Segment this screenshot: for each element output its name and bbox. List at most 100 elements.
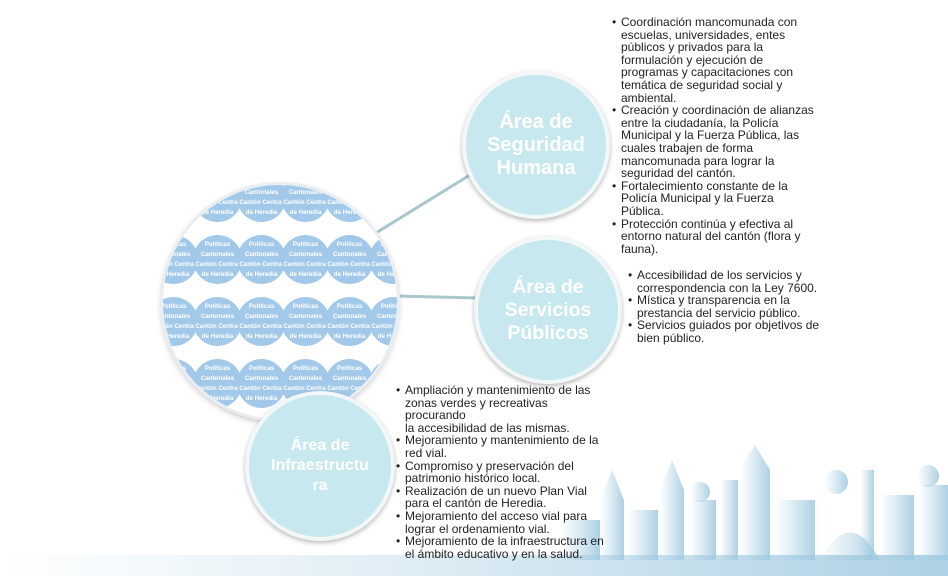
pattern-tile-text: Cantonales xyxy=(332,374,367,382)
pattern-tile-text: Políticas xyxy=(336,240,363,248)
pattern-tile-text: Cantón Central xyxy=(283,384,328,392)
pattern-tile-text: Políticas xyxy=(163,302,187,310)
pattern-tile-text: de Heredia xyxy=(289,332,322,340)
pattern-tile-text: de Heredia xyxy=(245,270,278,278)
pattern-tile-text: Políticas xyxy=(239,185,283,188)
pattern-tile-text: de Heredia xyxy=(377,332,397,340)
pattern-tile-text: de Heredia xyxy=(163,394,190,402)
pattern-tile-text: Cantón Central xyxy=(283,322,328,330)
pattern-tile-text: Políticas xyxy=(283,185,327,188)
list-item: Protección continúa y efectiva al entorn… xyxy=(612,217,832,256)
bullet-list-servicios: Accesibilidad de los servicios y corresp… xyxy=(628,269,828,345)
pattern-tile-text: de Heredia xyxy=(289,208,322,216)
list-item: Fortalecimiento constante de la Policía … xyxy=(612,179,832,218)
pattern-tile-text: Cantón Central xyxy=(195,198,240,206)
pattern-tile-text: Cantonales xyxy=(332,250,367,258)
list-item: Mejoramiento y mantenimiento de la red v… xyxy=(396,434,606,459)
pattern-tile-text: Políticas xyxy=(292,364,319,372)
pattern-tile-text: Cantonales xyxy=(163,188,191,196)
pattern-tile-text: Políticas xyxy=(292,302,319,310)
pattern-tile-text: Políticas xyxy=(204,240,231,248)
list-item: Creación y coordinación de alianzas entr… xyxy=(612,104,832,180)
pattern-tile-text: Cantonales xyxy=(376,188,397,196)
pattern-tile-text: Cantón Central xyxy=(239,322,284,330)
list-item: Coordinación mancomunada con escuelas, u… xyxy=(612,16,832,104)
pattern-tile-text: Políticas xyxy=(248,364,275,372)
pattern-tile-text: Políticas xyxy=(248,302,275,310)
pattern-tile-text: Cantón Central xyxy=(239,260,284,268)
pattern-tile-text: Cantonales xyxy=(244,312,279,320)
list-item: Mística y transparencia en la prestancia… xyxy=(628,294,828,319)
pattern-tile-text: Cantonales xyxy=(332,312,367,320)
pattern-tile-text: Cantonales xyxy=(200,188,235,196)
pattern-tile-text: Cantonales xyxy=(376,250,397,258)
pattern-tile-text: de Heredia xyxy=(377,394,397,402)
pattern-tile-text: Cantón Central xyxy=(371,384,397,392)
pattern-tile-text: Cantonales xyxy=(163,374,191,382)
list-item: Compromiso y preservación del patrimonio… xyxy=(396,459,606,485)
pattern-tile-text: Cantonales xyxy=(288,188,323,196)
list-item: Accesibilidad de los servicios y corresp… xyxy=(628,269,828,294)
area-label-seguridad: Área de Seguridad Humana xyxy=(487,110,585,179)
pattern-tile-text: Cantón Central xyxy=(195,322,240,330)
pattern-tile-text: Cantón Central xyxy=(163,198,196,206)
pattern-tile-text: Políticas xyxy=(371,185,397,188)
pattern-tile-text: Políticas xyxy=(336,364,363,372)
pattern-tile-text: Cantón Central xyxy=(371,198,397,206)
pattern-tile-text: de Heredia xyxy=(163,332,190,340)
pattern-tile-text: Cantonales xyxy=(288,250,323,258)
bullet-list-seguridad: Coordinación mancomunada con escuelas, u… xyxy=(612,16,832,255)
pattern-tile-text: Cantonales xyxy=(288,374,323,382)
area-circle-infraestructura: Área de Infraestructu ra xyxy=(245,391,395,541)
pattern-tile-text: Cantón Central xyxy=(163,260,196,268)
pattern-tile-text: de Heredia xyxy=(377,208,397,216)
pattern-tile-text: Políticas xyxy=(163,240,187,248)
pattern-tile-text: Cantonales xyxy=(200,250,235,258)
pattern-tile-text: de Heredia xyxy=(201,208,234,216)
pattern-tile-text: Cantonales xyxy=(200,312,235,320)
pattern-tile-text: de Heredia xyxy=(377,270,397,278)
pattern-tile-text: Cantón Central xyxy=(163,322,196,330)
list-item: Mejoramiento del acceso vial para lograr… xyxy=(396,510,606,535)
pattern-tile-text: de Heredia xyxy=(289,270,322,278)
pattern-tile-text: Políticas xyxy=(163,185,196,188)
pattern-tile-text: de Heredia xyxy=(201,394,234,402)
pattern-tile-text: de Heredia xyxy=(201,332,234,340)
pattern-tile-text: Cantonales xyxy=(163,312,191,320)
pattern-tile-text: Políticas xyxy=(204,302,231,310)
pattern-tile-text: Políticas xyxy=(380,240,397,248)
area-circle-servicios-publicos: Área de Servicios Públicos xyxy=(474,236,622,384)
list-item: Ampliación y mantenimiento de las zonas … xyxy=(396,384,606,434)
pattern-tile-text: Cantón Central xyxy=(239,198,284,206)
pattern-tile-text: Cantón Central xyxy=(283,260,328,268)
pattern-tile-text: Políticas xyxy=(336,302,363,310)
pattern-tile-text: Políticas xyxy=(204,364,231,372)
pattern-tile-text: Cantón Central xyxy=(195,384,240,392)
list-item: Realización de un nuevo Plan Vial para e… xyxy=(396,484,606,510)
pattern-tile-text: Cantonales xyxy=(200,374,235,382)
pattern-tile-text: Cantón Central xyxy=(327,322,372,330)
pattern-tile-text: de Heredia xyxy=(245,394,278,402)
pattern-tile-text: Cantonales xyxy=(244,250,279,258)
pattern-tile-text: Cantonales xyxy=(244,188,279,196)
list-item: Servicios guiados por objetivos de bien … xyxy=(628,319,828,344)
list-item: Mejoramiento de la infraestructura en el… xyxy=(396,535,606,560)
